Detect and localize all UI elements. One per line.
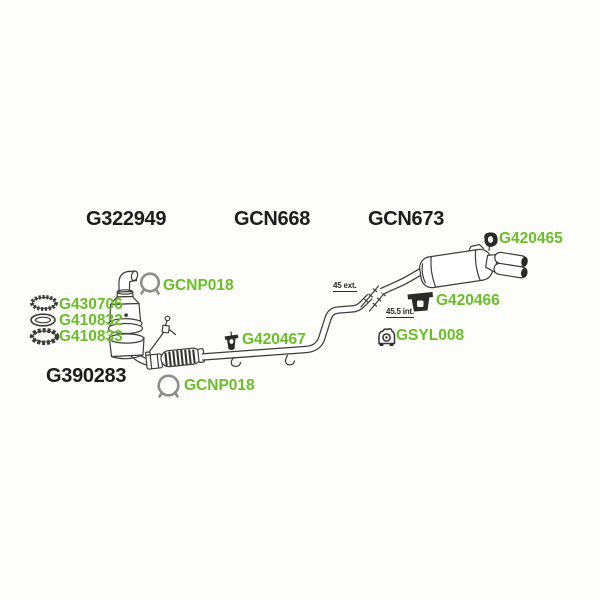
section-label-catalyst: G390283 bbox=[46, 365, 127, 387]
catalyst-lower-shell-drawing bbox=[108, 333, 145, 360]
part-link-g430706[interactable]: G430706 bbox=[59, 296, 123, 313]
center-pipe-drawing bbox=[201, 293, 373, 367]
section-label-center-pipe: GCN668 bbox=[234, 208, 311, 230]
pipe-clamp-icon bbox=[139, 272, 161, 295]
gasket-ring-icon bbox=[30, 313, 56, 327]
dimension-label-external: 45 ext. bbox=[333, 281, 357, 292]
part-link-gcnp018-bottom[interactable]: GCNP018 bbox=[184, 377, 255, 394]
dimension-label-internal: 45.5 int. bbox=[386, 307, 414, 318]
part-link-g420465[interactable]: G420465 bbox=[499, 230, 563, 247]
part-link-g410832[interactable]: G410832 bbox=[59, 312, 123, 329]
flex-pipe-drawing bbox=[160, 347, 205, 368]
rubber-hanger-icon bbox=[484, 232, 498, 252]
part-link-g420466[interactable]: G420466 bbox=[436, 292, 500, 309]
tailpipe-tips-drawing bbox=[485, 251, 528, 279]
oxygen-sensor-drawing bbox=[146, 315, 177, 356]
gasket-ring-icon bbox=[30, 295, 58, 311]
section-label-rear-muffler: GCN673 bbox=[368, 208, 445, 230]
part-link-g420467[interactable]: G420467 bbox=[242, 331, 306, 348]
pipe-clamp-icon bbox=[157, 374, 180, 398]
rubber-hanger-icon bbox=[224, 331, 239, 350]
gasket-ring-icon bbox=[29, 328, 60, 345]
mount-bracket-icon bbox=[407, 292, 433, 312]
section-label-front-pipe: G322949 bbox=[86, 208, 167, 230]
clamp-mount-icon bbox=[378, 327, 396, 346]
part-link-gsyl008[interactable]: GSYL008 bbox=[396, 327, 465, 344]
pipe-sleeve-drawing bbox=[144, 351, 164, 370]
part-link-gcnp018-top[interactable]: GCNP018 bbox=[163, 277, 234, 294]
part-link-g410833[interactable]: G410833 bbox=[59, 328, 123, 345]
catalytic-converter-drawing bbox=[107, 270, 144, 335]
muffler-inlet-pipe-drawing bbox=[379, 267, 424, 295]
rear-muffler-drawing bbox=[419, 243, 494, 289]
